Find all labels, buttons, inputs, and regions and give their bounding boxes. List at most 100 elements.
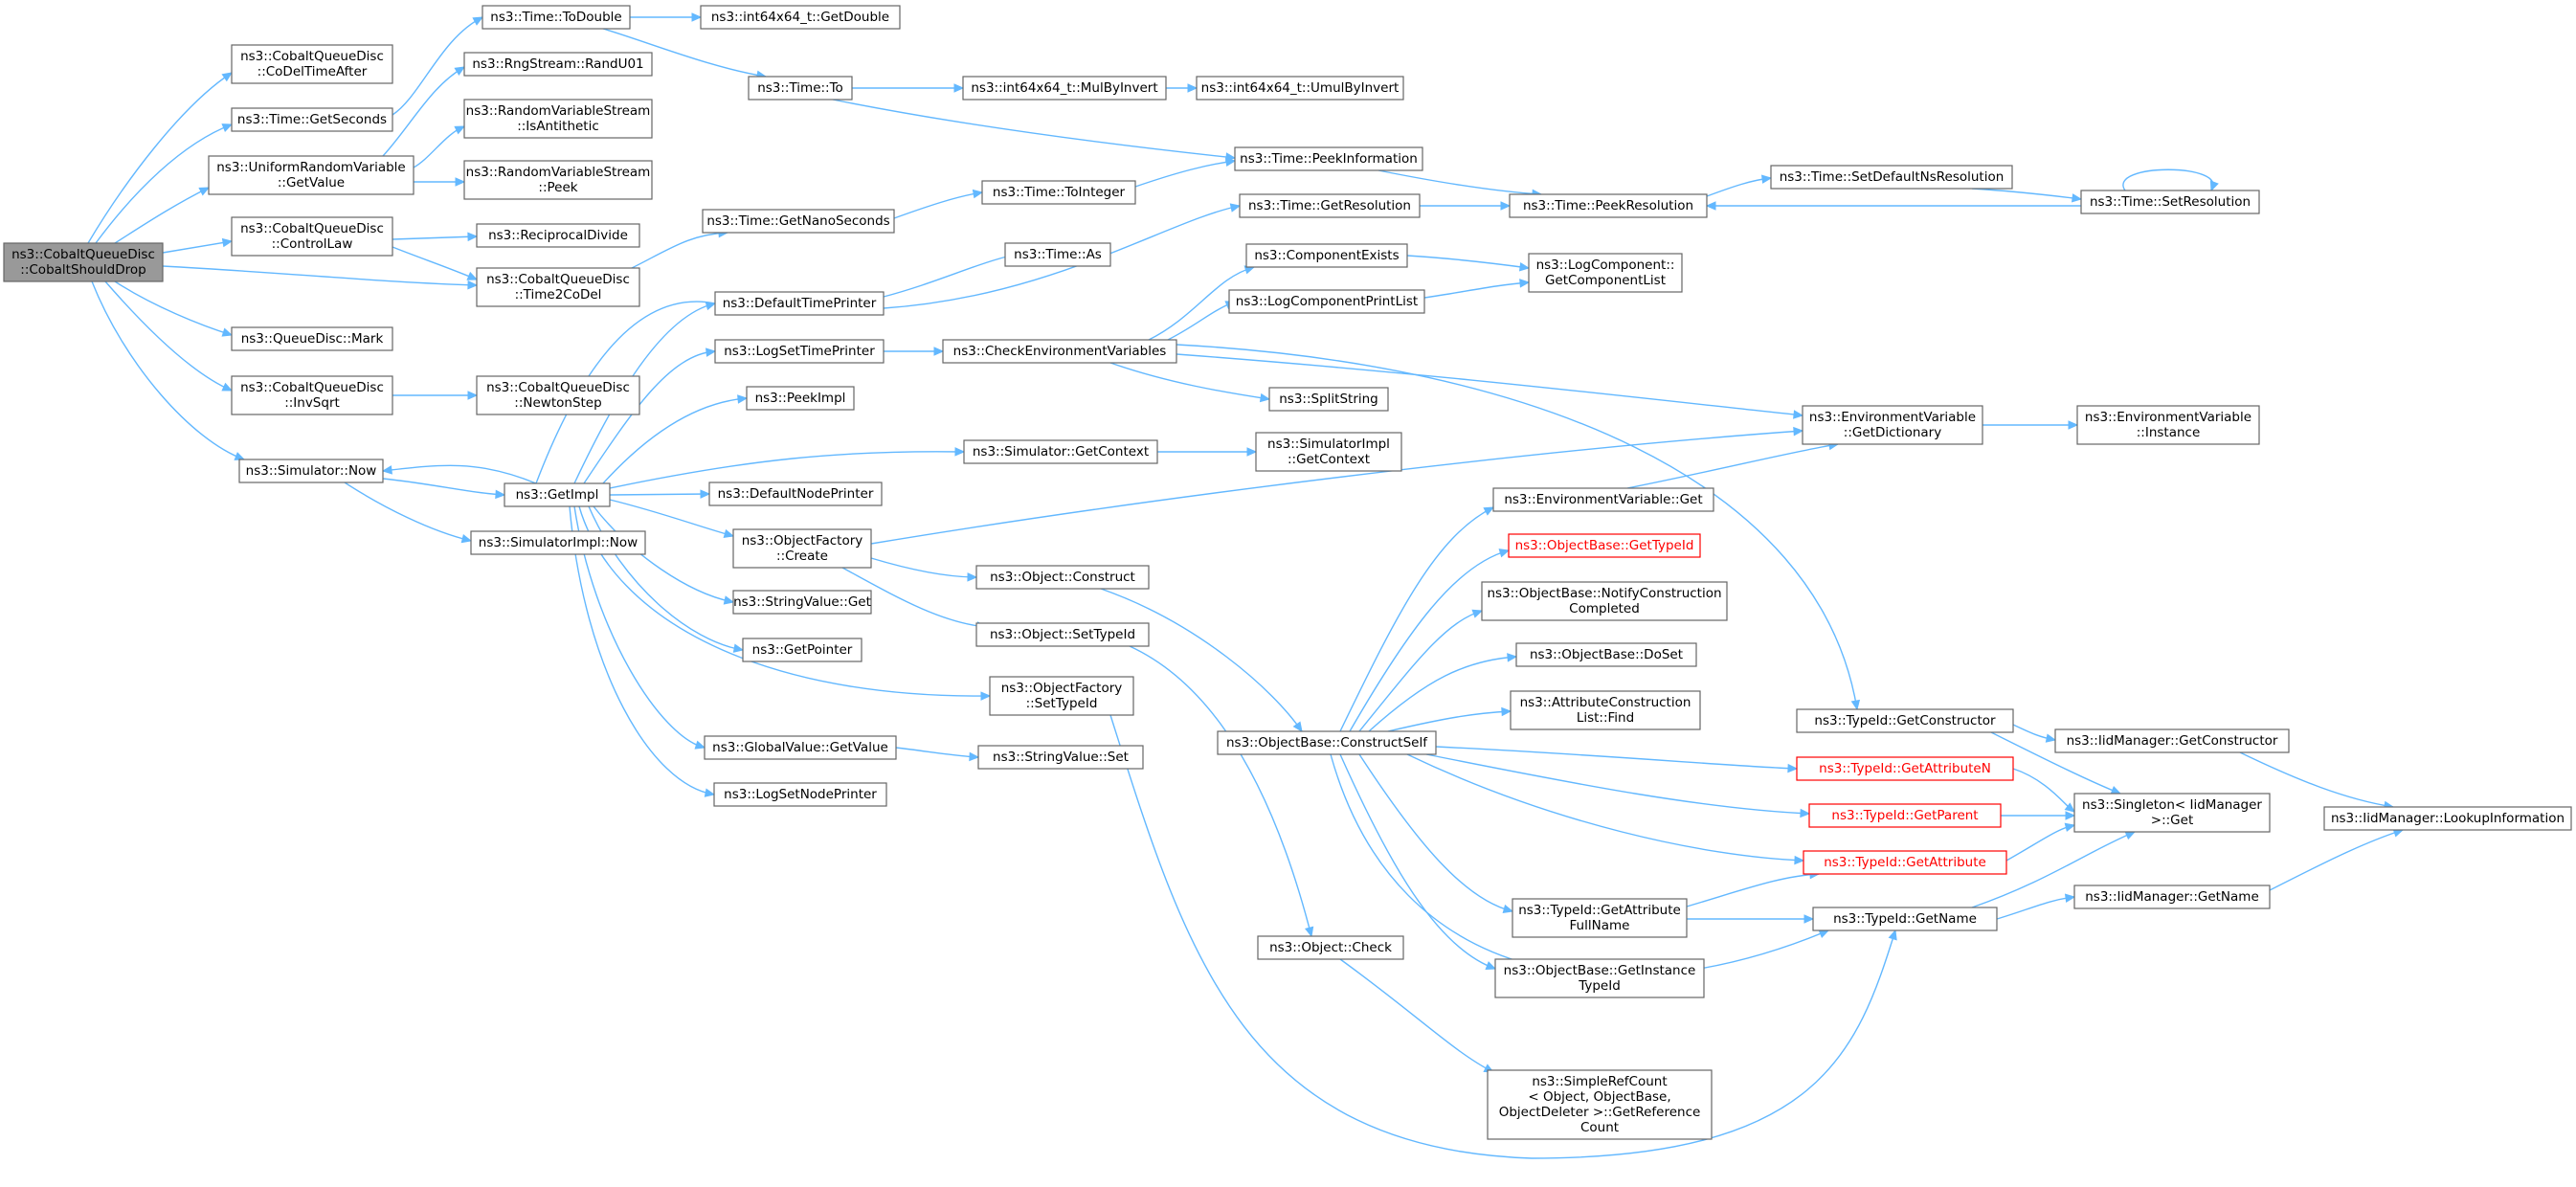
edge-arrowhead (2071, 193, 2083, 203)
node-obgettypeid[interactable]: ns3::ObjectBase::GetTypeId (1508, 533, 1701, 558)
node-urvgetvalue[interactable]: ns3::UniformRandomVariable::GetValue (208, 155, 414, 195)
node-getnano[interactable]: ns3::Time::GetNanoSeconds (702, 209, 895, 234)
edge-line (593, 505, 734, 603)
node-lookupinfo[interactable]: ns3::IidManager::LookupInformation (2323, 806, 2572, 831)
node-getimpl[interactable]: ns3::GetImpl (504, 482, 611, 507)
node-peekinfo[interactable]: ns3::Time::PeekInformation (1234, 146, 1423, 171)
edge-arrowhead (1818, 929, 1830, 939)
node-getres[interactable]: ns3::Time::GetResolution (1239, 193, 1421, 218)
edge-root-to-qdmark (114, 280, 234, 337)
node-envinstance[interactable]: ns3::EnvironmentVariable::Instance (2076, 405, 2260, 445)
node-root[interactable]: ns3::CobaltQueueDisc::CobaltShouldDrop (3, 242, 164, 282)
node-time2codel[interactable]: ns3::CobaltQueueDisc::Time2CoDel (476, 267, 640, 307)
node-getseconds[interactable]: ns3::Time::GetSeconds (231, 107, 393, 132)
node-logcompprint[interactable]: ns3::LogComponentPrintList (1228, 289, 1425, 314)
node-gvgetvalue[interactable]: ns3::GlobalValue::GetValue (704, 735, 897, 760)
node-iidgetcons[interactable]: ns3::IidManager::GetConstructor (2054, 728, 2290, 753)
edge-arrowhead (460, 534, 473, 544)
edge-arrowhead (1500, 201, 1512, 211)
node-getattrn[interactable]: ns3::TypeId::GetAttributeN (1796, 756, 2014, 781)
node-setres[interactable]: ns3::Time::SetResolution (2080, 190, 2260, 214)
node-peekres[interactable]: ns3::Time::PeekResolution (1509, 193, 1708, 218)
node-getpointer[interactable]: ns3::GetPointer (742, 638, 862, 662)
edge-arrowhead (2209, 180, 2219, 192)
node-getdouble[interactable]: ns3::int64x64_t::GetDouble (700, 5, 901, 30)
node-umulbyinv[interactable]: ns3::int64x64_t::UmulByInvert (1196, 76, 1404, 101)
node-getconstructor[interactable]: ns3::TypeId::GetConstructor (1796, 708, 2014, 733)
node-todouble[interactable]: ns3::Time::ToDouble (482, 5, 631, 30)
node-objconstruct[interactable]: ns3::Object::Construct (975, 565, 1150, 590)
node-deftimeprinter[interactable]: ns3::DefaultTimePrinter (714, 291, 885, 316)
node-codeltime[interactable]: ns3::CobaltQueueDisc::CoDelTimeAfter (231, 44, 393, 84)
node-tointeger[interactable]: ns3::Time::ToInteger (981, 180, 1136, 205)
node-simgetctx[interactable]: ns3::Simulator::GetContext (963, 439, 1158, 464)
node-notifycons[interactable]: ns3::ObjectBase::NotifyConstructionCompl… (1481, 581, 1728, 621)
node-getname[interactable]: ns3::TypeId::GetName (1812, 907, 1998, 931)
node-timeto[interactable]: ns3::Time::To (748, 76, 853, 101)
edge-arrowhead (1187, 83, 1198, 93)
node-controllaw[interactable]: ns3::CobaltQueueDisc::ControlLaw (231, 216, 393, 257)
node-simimplnow[interactable]: ns3::SimulatorImpl::Now (470, 530, 646, 555)
node-invsqrt[interactable]: ns3::CobaltQueueDisc::InvSqrt (231, 375, 393, 415)
node-getcomplist[interactable]: ns3::LogComponent::GetComponentList (1528, 253, 1683, 293)
node-label: ::Create (776, 549, 828, 564)
node-doset[interactable]: ns3::ObjectBase::DoSet (1515, 642, 1697, 667)
node-ofsettypeid[interactable]: ns3::ObjectFactory::SetTypeId (989, 676, 1134, 716)
node-iidgetname[interactable]: ns3::IidManager::GetName (2073, 885, 2271, 909)
edge-line (1706, 177, 1772, 197)
node-compexists[interactable]: ns3::ComponentExists (1245, 243, 1408, 268)
edge-arrowhead (1502, 904, 1514, 914)
edge-setdefns-to-setres (1971, 188, 2083, 203)
node-qdmark[interactable]: ns3::QueueDisc::Mark (231, 326, 393, 351)
edge-arrowhead (1787, 763, 1799, 773)
node-simnow[interactable]: ns3::Simulator::Now (238, 459, 384, 483)
node-strget[interactable]: ns3::StringValue::Get (732, 590, 872, 615)
node-label: ns3::PeekImpl (755, 391, 846, 406)
node-strset[interactable]: ns3::StringValue::Set (977, 745, 1144, 770)
edge-line (1387, 710, 1512, 732)
node-singleton[interactable]: ns3::Singleton< IidManager>::Get (2073, 793, 2271, 833)
node-simplerefcount[interactable]: ns3::SimpleRefCount< Object, ObjectBase,… (1487, 1069, 1713, 1140)
node-envget[interactable]: ns3::EnvironmentVariable::Get (1492, 487, 1714, 512)
edge-arrowhead (1850, 699, 1861, 711)
node-splitstring[interactable]: ns3::SplitString (1268, 387, 1389, 412)
node-simimplgetctx[interactable]: ns3::SimulatorImpl::GetContext (1255, 432, 1402, 472)
edge-arrowhead (1888, 929, 1897, 941)
edge-getnano-to-tointeger (893, 189, 984, 219)
node-objcheck[interactable]: ns3::Object::Check (1257, 935, 1404, 960)
node-logsettime[interactable]: ns3::LogSetTimePrinter (714, 339, 885, 364)
node-box (742, 638, 862, 662)
node-mulbyinv[interactable]: ns3::int64x64_t::MulByInvert (962, 76, 1167, 101)
node-defnodeprinter[interactable]: ns3::DefaultNodePrinter (708, 482, 883, 506)
node-timeas[interactable]: ns3::Time::As (1004, 242, 1111, 267)
node-envgetdict[interactable]: ns3::EnvironmentVariable::GetDictionary (1802, 405, 1983, 445)
node-box (981, 180, 1136, 205)
node-logsetnode[interactable]: ns3::LogSetNodePrinter (713, 782, 887, 807)
edge-arrowhead (221, 237, 234, 248)
node-peek[interactable]: ns3::RandomVariableStream::Peek (463, 160, 653, 200)
node-peekimpl[interactable]: ns3::PeekImpl (746, 386, 855, 411)
node-constructself[interactable]: ns3::ObjectBase::ConstructSelf (1217, 730, 1437, 755)
node-getattr[interactable]: ns3::TypeId::GetAttribute (1803, 850, 2007, 875)
edge-getattrn-to-singleton (2012, 768, 2075, 813)
node-ofcreate[interactable]: ns3::ObjectFactory::Create (732, 528, 872, 569)
node-box (238, 459, 384, 483)
node-box (1509, 193, 1708, 218)
node-box (1487, 1069, 1713, 1140)
node-checkenv[interactable]: ns3::CheckEnvironmentVariables (942, 339, 1177, 364)
node-randu01[interactable]: ns3::RngStream::RandU01 (463, 52, 653, 77)
node-getparent[interactable]: ns3::TypeId::GetParent (1808, 803, 2002, 828)
node-box (231, 107, 393, 132)
node-isanti[interactable]: ns3::RandomVariableStream::IsAntithetic (463, 99, 653, 139)
edge-line (1358, 610, 1483, 732)
node-label: ns3::GlobalValue::GetValue (712, 740, 888, 755)
edge-constructself-to-getparent (1425, 753, 1811, 818)
node-label: ns3::Time::SetDefaultNsResolution (1780, 169, 2005, 185)
node-newton[interactable]: ns3::CobaltQueueDisc::NewtonStep (476, 375, 640, 415)
node-recipdiv[interactable]: ns3::ReciprocalDivide (476, 223, 640, 248)
node-objsettypeid[interactable]: ns3::Object::SetTypeId (975, 622, 1150, 647)
node-setdefns[interactable]: ns3::Time::SetDefaultNsResolution (1770, 165, 2013, 190)
